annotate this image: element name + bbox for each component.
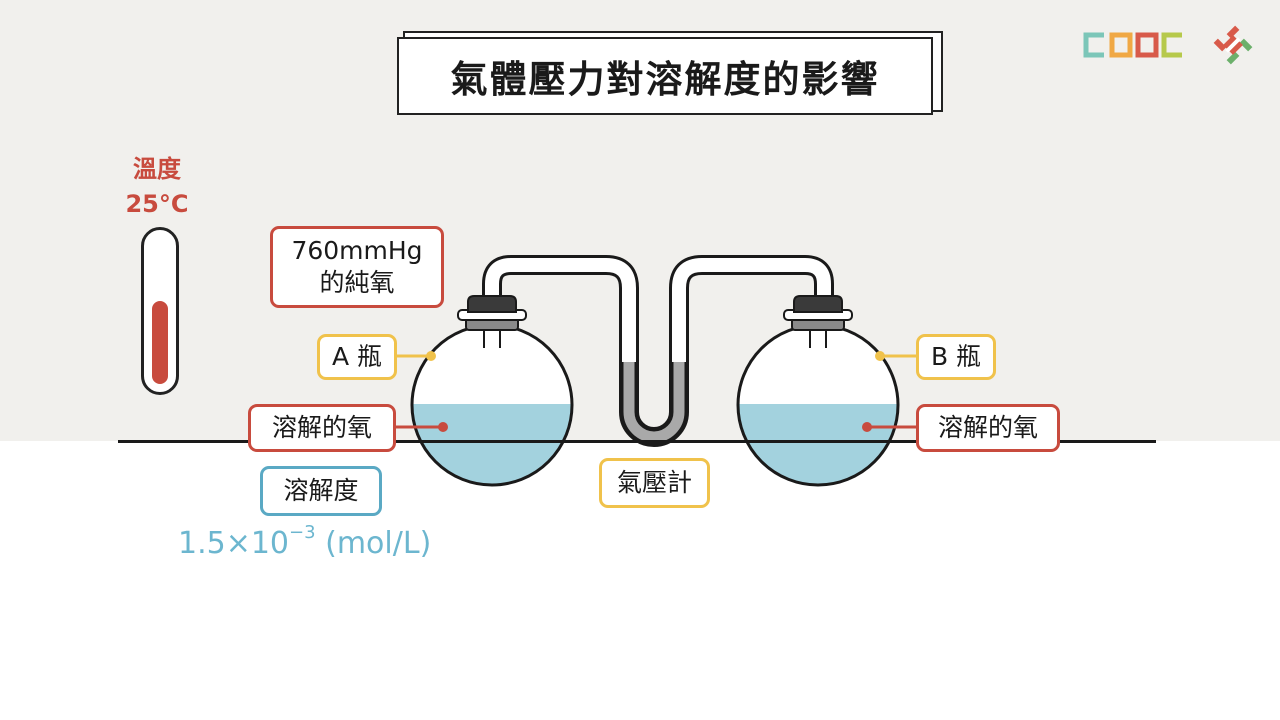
plus-pattern-logo <box>1213 25 1253 65</box>
flask-b <box>736 295 900 487</box>
temperature-title: 溫度 <box>133 155 181 183</box>
temperature-value: 25°C <box>125 190 189 218</box>
manometer-label: 氣壓計 <box>599 458 710 508</box>
solubility-exponent: −3 <box>289 522 316 543</box>
thermometer-icon <box>141 227 179 395</box>
flask-b-label: B 瓶 <box>916 334 996 380</box>
flask-a-label: A 瓶 <box>317 334 397 380</box>
oxygen-source-label: 760mmHg 的純氧 <box>270 226 444 308</box>
solubility-value: 1.5×10−3 (mol/L) <box>178 522 432 561</box>
solubility-label: 溶解度 <box>260 466 382 516</box>
manometer-liquid-inner <box>622 362 686 444</box>
oxygen-pressure: 760mmHg <box>291 236 423 265</box>
thermometer-fill <box>152 301 168 384</box>
page-title: 氣體壓力對溶解度的影響 <box>397 37 933 115</box>
oxygen-type: 的純氧 <box>319 268 395 297</box>
dissolved-oxygen-a-label: 溶解的氧 <box>248 404 396 452</box>
bench-line <box>118 440 1156 443</box>
cooc-logo <box>1083 32 1182 58</box>
temperature-label: 溫度 25°C <box>112 152 202 222</box>
dissolved-oxygen-b-label: 溶解的氧 <box>916 404 1060 452</box>
solubility-unit: (mol/L) <box>325 526 432 561</box>
solubility-mantissa: 1.5×10 <box>178 526 290 561</box>
flask-a <box>410 295 574 487</box>
label-connectors <box>394 351 918 432</box>
